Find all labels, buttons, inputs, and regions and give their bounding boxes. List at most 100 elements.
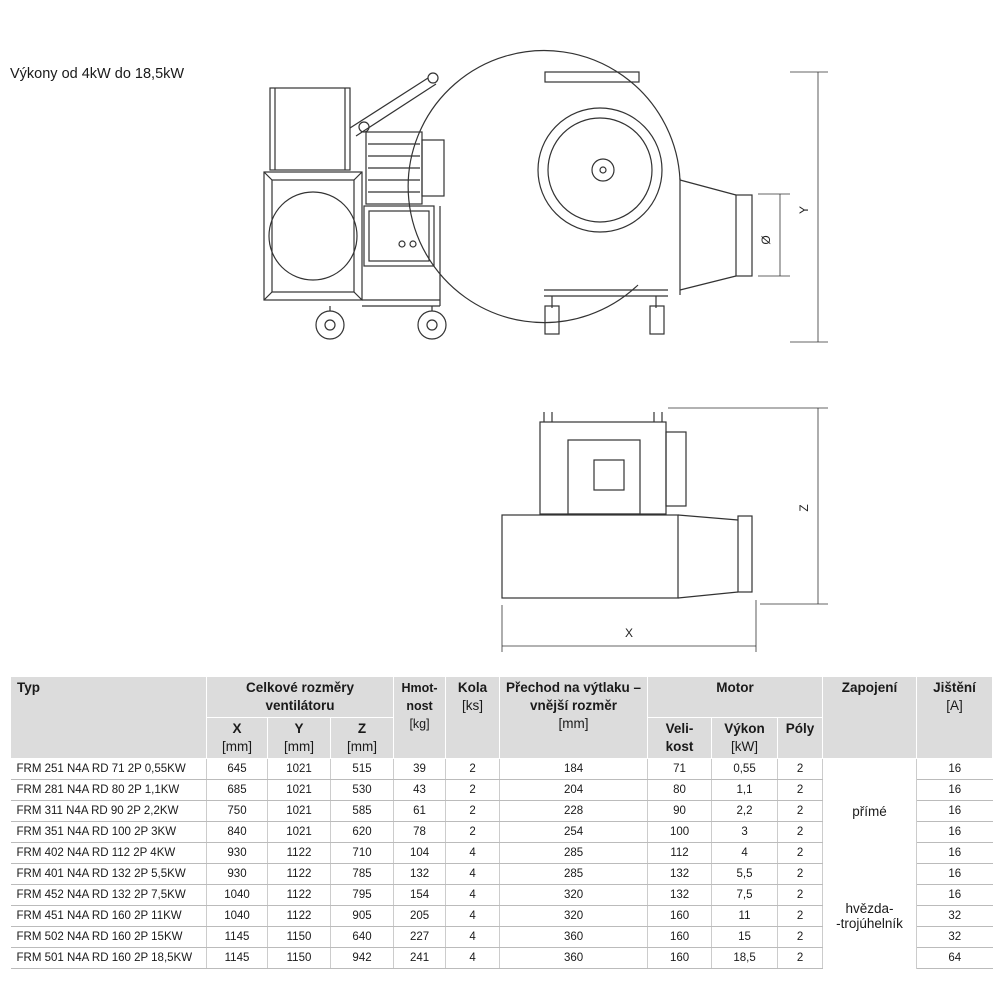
table-cell: FRM 452 N4A RD 132 2P 7,5KW bbox=[10, 884, 207, 906]
table-cell: 5,5 bbox=[711, 863, 779, 885]
table-cell: 645 bbox=[206, 758, 268, 780]
table-cell: 2 bbox=[777, 821, 824, 843]
table-cell: 4 bbox=[445, 842, 501, 864]
table-cell: 1040 bbox=[206, 905, 268, 927]
table-cell: 1122 bbox=[267, 884, 331, 906]
table-cell: 2 bbox=[777, 905, 824, 927]
table-cell: 4 bbox=[711, 842, 779, 864]
dim-y-label: Y bbox=[797, 206, 811, 214]
col-wheels: Kola [ks] bbox=[445, 676, 501, 759]
table-cell: 320 bbox=[499, 905, 649, 927]
table-cell: 18,5 bbox=[711, 947, 779, 969]
table-cell: 16 bbox=[916, 842, 993, 864]
table-cell: 132 bbox=[647, 863, 713, 885]
table-cell: 2 bbox=[777, 863, 824, 885]
table-cell: 64 bbox=[916, 947, 993, 969]
col-overall-dims: Celkové rozměry ventilátoru bbox=[205, 676, 395, 718]
table-cell: 320 bbox=[499, 884, 649, 906]
col-x: X[mm] bbox=[206, 717, 268, 759]
table-cell: 1145 bbox=[206, 926, 268, 948]
table-cell: 1040 bbox=[206, 884, 268, 906]
table-cell: 112 bbox=[647, 842, 713, 864]
col-motor: Motor bbox=[647, 676, 824, 718]
table-cell: 1021 bbox=[267, 779, 331, 801]
table-cell: 2 bbox=[445, 758, 501, 780]
table-cell: 285 bbox=[499, 863, 649, 885]
table-cell: 2 bbox=[445, 779, 501, 801]
table-cell: 4 bbox=[445, 905, 501, 927]
table-cell: 1150 bbox=[267, 947, 331, 969]
table-cell: 285 bbox=[499, 842, 649, 864]
table-cell: 0,55 bbox=[711, 758, 779, 780]
table-cell: 4 bbox=[445, 926, 501, 948]
table-cell: 2 bbox=[777, 758, 824, 780]
table-cell: 1021 bbox=[267, 821, 331, 843]
table-cell: 160 bbox=[647, 905, 713, 927]
table-cell: 39 bbox=[393, 758, 447, 780]
table-cell: 620 bbox=[330, 821, 395, 843]
table-cell: 2 bbox=[777, 926, 824, 948]
table-cell: 942 bbox=[330, 947, 395, 969]
table-cell: 640 bbox=[330, 926, 395, 948]
table-cell: 160 bbox=[647, 926, 713, 948]
col-poles: Póly bbox=[777, 717, 824, 759]
table-cell: 71 bbox=[647, 758, 713, 780]
table-cell: 1122 bbox=[267, 863, 331, 885]
table-cell: 104 bbox=[393, 842, 447, 864]
table-cell: 2 bbox=[777, 779, 824, 801]
table-cell: 16 bbox=[916, 779, 993, 801]
table-cell: 184 bbox=[499, 758, 649, 780]
table-cell: 360 bbox=[499, 926, 649, 948]
table-cell: 100 bbox=[647, 821, 713, 843]
table-cell: 16 bbox=[916, 884, 993, 906]
connection-cell: hvězda--trojúhelník bbox=[822, 863, 918, 969]
table-cell: FRM 351 N4A RD 100 2P 3KW bbox=[10, 821, 207, 843]
table-cell: FRM 451 N4A RD 160 2P 11KW bbox=[10, 905, 207, 927]
col-fuse: Jištění [A] bbox=[916, 676, 994, 759]
table-cell: 90 bbox=[647, 800, 713, 822]
table-cell: 2 bbox=[445, 821, 501, 843]
table-cell: FRM 311 N4A RD 90 2P 2,2KW bbox=[10, 800, 207, 822]
table-cell: 16 bbox=[916, 821, 993, 843]
table-cell: 205 bbox=[393, 905, 447, 927]
dim-z-label: Z bbox=[797, 504, 811, 511]
technical-drawings: Ø Y Z X bbox=[263, 50, 828, 652]
table-cell: 16 bbox=[916, 758, 993, 780]
table-cell: 132 bbox=[393, 863, 447, 885]
table-cell: 4 bbox=[445, 884, 501, 906]
table-cell: 1150 bbox=[267, 926, 331, 948]
col-weight: Hmot-nost [kg] bbox=[393, 676, 447, 759]
table-cell: 930 bbox=[206, 842, 268, 864]
dim-diameter-label: Ø bbox=[759, 235, 773, 244]
table-cell: 16 bbox=[916, 800, 993, 822]
table-cell: 80 bbox=[647, 779, 713, 801]
table-cell: 32 bbox=[916, 905, 993, 927]
table-cell: FRM 251 N4A RD 71 2P 0,55KW bbox=[10, 758, 207, 780]
table-cell: 61 bbox=[393, 800, 447, 822]
col-y: Y[mm] bbox=[267, 717, 331, 759]
table-cell: 204 bbox=[499, 779, 649, 801]
table-cell: 2 bbox=[777, 947, 824, 969]
table-cell: FRM 401 N4A RD 132 2P 5,5KW bbox=[10, 863, 207, 885]
table-cell: 78 bbox=[393, 821, 447, 843]
table-cell: 1122 bbox=[267, 905, 331, 927]
table-cell: 2 bbox=[777, 800, 824, 822]
col-z: Z[mm] bbox=[329, 717, 395, 759]
table-cell: 11 bbox=[711, 905, 779, 927]
table-cell: 530 bbox=[330, 779, 395, 801]
side-view-drawing bbox=[407, 50, 828, 343]
table-cell: 2 bbox=[445, 800, 501, 822]
table-cell: 2,2 bbox=[711, 800, 779, 822]
table-cell: 515 bbox=[330, 758, 395, 780]
table-cell: 228 bbox=[499, 800, 649, 822]
table-cell: 241 bbox=[393, 947, 447, 969]
table-cell: 1,1 bbox=[711, 779, 779, 801]
